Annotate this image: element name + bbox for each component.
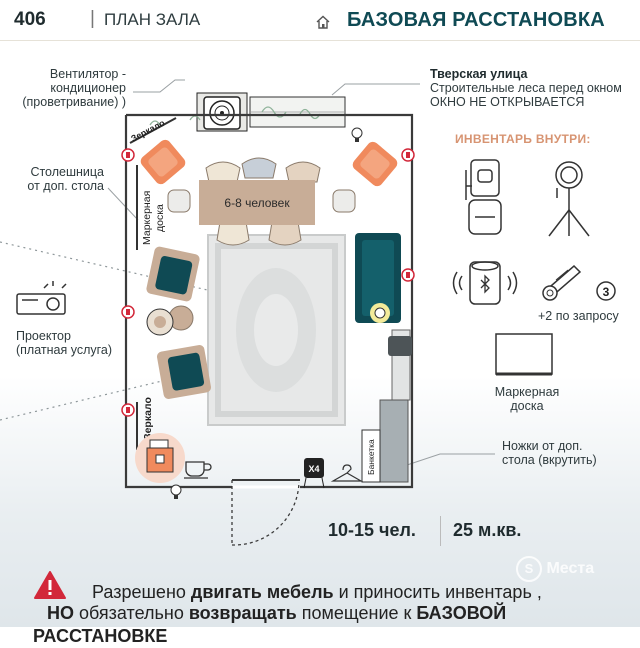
bluetooth-speaker-icon xyxy=(452,261,518,305)
hanger-icon xyxy=(330,464,364,482)
projector-beams xyxy=(0,241,286,421)
inventory-extra: +2 по запросу xyxy=(538,309,619,323)
outlet-icon-5 xyxy=(121,403,135,417)
projector-icon xyxy=(16,281,67,315)
tabletop-leader xyxy=(107,187,139,221)
street-leader xyxy=(331,83,420,96)
mirror-top: Зеркало xyxy=(129,117,177,144)
door xyxy=(231,479,300,546)
area-stat: 25 м.кв. xyxy=(453,520,522,540)
plan-mirror-side: Зеркало xyxy=(136,397,154,450)
plan-bench-label: Банкетка xyxy=(366,439,376,475)
inventory-title: ИНВЕНТАРЬ ВНУТРИ: xyxy=(455,132,591,146)
home-icon xyxy=(316,15,330,29)
plan-x4-label: X4 xyxy=(308,464,319,474)
armchair-left-upper xyxy=(146,246,200,302)
plan-marker-board: Маркерная доска xyxy=(136,165,166,250)
portable-ac-icon xyxy=(465,159,502,235)
teal-sofa xyxy=(355,233,401,323)
table-seats-label: 6-8 человек xyxy=(224,196,290,210)
stats-divider xyxy=(440,516,441,546)
yoga-mat-icon xyxy=(542,264,582,301)
inventory-count: 3 xyxy=(603,285,610,299)
fan-label: Вентилятор -кондиционер(проветривание) ) xyxy=(22,67,126,109)
floor-lamp-icon xyxy=(370,303,390,323)
brand-watermark: S Места xyxy=(516,556,594,582)
header-separator: | xyxy=(90,8,95,29)
room-number: 406 xyxy=(14,9,46,30)
plan-mirror-side-label: Зеркало xyxy=(142,397,154,440)
plan-board-label-1: Маркерная xyxy=(141,191,153,245)
room-walls xyxy=(124,113,414,489)
water-cooler-icon xyxy=(135,433,185,483)
header-subtitle: ПЛАН ЗАЛА xyxy=(104,10,201,29)
projector-label: Проектор(платная услуга) xyxy=(16,329,113,357)
fan-unit-icon xyxy=(196,92,248,132)
outlet-icon-2 xyxy=(401,148,415,162)
power-outlets xyxy=(121,148,415,417)
outlet-icon-1 xyxy=(121,148,135,162)
whiteboard-icon xyxy=(495,333,553,376)
outlet-icon-4 xyxy=(121,305,135,319)
meeting-table: 6-8 человек xyxy=(199,180,315,225)
armchair-left-lower xyxy=(156,344,212,400)
fan-leader xyxy=(133,79,185,93)
table-chairs xyxy=(167,157,356,246)
legs-label: Ножки от доп.стола (вкрутить) xyxy=(502,439,597,467)
mirror-top-label: Зеркало xyxy=(129,117,167,143)
plan-board-label-2: доска xyxy=(154,204,166,232)
lamp-icons xyxy=(170,127,390,499)
warning-line-1: Разрешено двигать мебель и приносить инв… xyxy=(92,582,542,602)
stacked-chairs-icon: X4 xyxy=(303,458,325,489)
ring-light-icon xyxy=(548,161,590,237)
inventory-count-badge: 3 xyxy=(596,281,616,301)
coffee-cup-icon xyxy=(184,461,212,479)
outlet-icon-3 xyxy=(401,268,415,282)
floor-plan: Зеркало 6-8 человек xyxy=(0,79,616,546)
carpet xyxy=(207,234,346,426)
coffee-tables xyxy=(146,305,194,336)
lamp-icon-2 xyxy=(170,484,182,499)
header-divider xyxy=(0,40,640,41)
warning-icon xyxy=(34,571,66,599)
capacity-stat: 10-15 чел. xyxy=(328,520,416,540)
orange-armchair-right xyxy=(352,141,398,187)
lamp-icon-1 xyxy=(351,127,363,142)
street-label: Тверская улица Строительные леса перед о… xyxy=(430,67,622,109)
page-title: БАЗОВАЯ РАССТАНОВКА xyxy=(347,9,605,31)
orange-armchair-left xyxy=(140,139,186,185)
window-band xyxy=(249,96,346,128)
right-wall-furniture: Банкетка xyxy=(361,329,412,483)
